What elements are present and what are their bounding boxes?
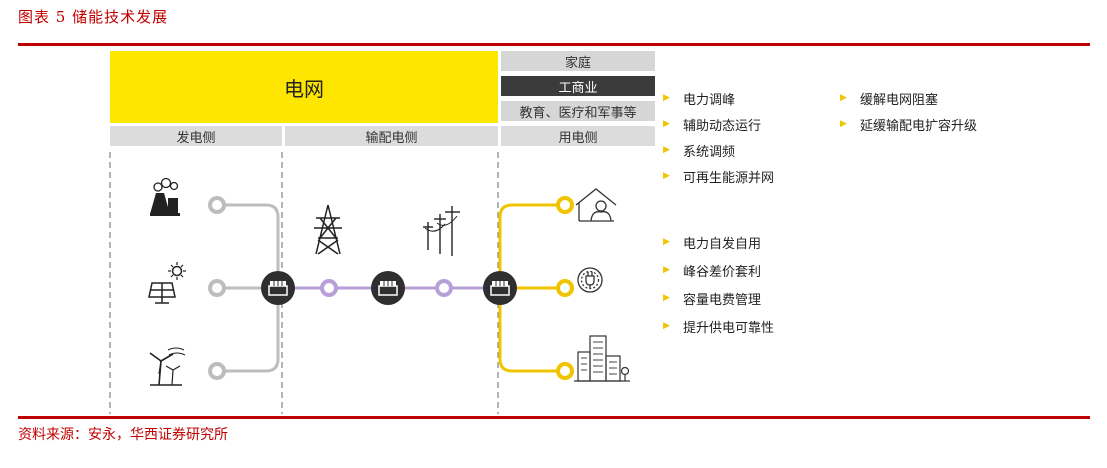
battery-storage-icon [261, 271, 517, 305]
benefit-item: ▶系统调频 [663, 144, 736, 160]
side-tab-consumption: 用电侧 [501, 126, 655, 146]
node-user-1 [556, 196, 574, 214]
side-tab-transmission: 输配电侧 [285, 126, 498, 146]
benefit-item: ▶峰谷差价套利 [663, 264, 762, 280]
figure-caption: 图表 5 储能技术发展 [18, 8, 169, 26]
benefit-item: ▶电力自发自用 [663, 236, 762, 252]
user-benefits: ▶电力自发自用 ▶峰谷差价套利 ▶容量电费管理 ▶提升供电可靠性 [663, 232, 774, 336]
benefit-item: ▶容量电费管理 [663, 292, 762, 308]
storage-node-generation [261, 271, 295, 305]
benefit-item: ▶提升供电可靠性 [663, 320, 775, 336]
node-gen-3 [208, 362, 226, 380]
triangle-bullet-icon: ▶ [663, 93, 670, 103]
grid-benefits-col1: ▶电力调峰 ▶辅助动态运行 ▶系统调频 ▶可再生能源并网 [663, 88, 774, 186]
transmission-tower-icon [314, 204, 342, 255]
storage-node-consumption [483, 271, 517, 305]
triangle-bullet-icon: ▶ [663, 237, 670, 247]
node-trans-1 [320, 279, 338, 297]
user-type-public: 教育、医疗和军事等 [501, 101, 655, 121]
wind-turbine-icon [149, 347, 186, 386]
benefit-item: ▶可再生能源并网 [663, 170, 775, 186]
office-building-icon [574, 335, 630, 382]
grid-label: 电网 [284, 76, 324, 101]
top-rule [18, 43, 1090, 46]
node-gen-1 [208, 196, 226, 214]
house-person-icon [575, 188, 617, 222]
user-type-commercial: 工商业 [501, 76, 655, 96]
power-plant-icon [150, 177, 180, 216]
storage-node-transmission [371, 271, 405, 305]
triangle-bullet-icon: ▶ [840, 93, 847, 103]
triangle-bullet-icon: ▶ [840, 119, 847, 129]
benefit-item: ▶电力调峰 [663, 92, 736, 108]
bottom-rule [18, 416, 1090, 419]
benefit-item: ▶延缓输配电扩容升级 [840, 118, 978, 134]
solar-panel-icon [148, 262, 186, 304]
triangle-bullet-icon: ▶ [663, 145, 670, 155]
connector-nodes [208, 196, 574, 380]
benefit-item: ▶辅助动态运行 [663, 118, 762, 134]
power-plug-icon [577, 267, 603, 293]
triangle-bullet-icon: ▶ [663, 265, 670, 275]
node-trans-2 [435, 279, 453, 297]
triangle-bullet-icon: ▶ [663, 171, 670, 181]
triangle-bullet-icon: ▶ [663, 293, 670, 303]
source-note: 资料来源：安永，华西证券研究所 [18, 427, 228, 443]
side-tab-generation: 发电侧 [110, 126, 282, 146]
node-gen-2 [208, 279, 226, 297]
user-type-household: 家庭 [501, 51, 655, 71]
benefit-item: ▶缓解电网阻塞 [840, 92, 939, 108]
triangle-bullet-icon: ▶ [663, 321, 670, 331]
grid-banner: 电网 [110, 51, 498, 123]
node-user-2 [556, 279, 574, 297]
utility-pole-icon [423, 206, 460, 256]
grid-benefits-col2: ▶缓解电网阻塞 ▶延缓输配电扩容升级 [840, 88, 977, 134]
triangle-bullet-icon: ▶ [663, 119, 670, 129]
node-user-3 [556, 362, 574, 380]
